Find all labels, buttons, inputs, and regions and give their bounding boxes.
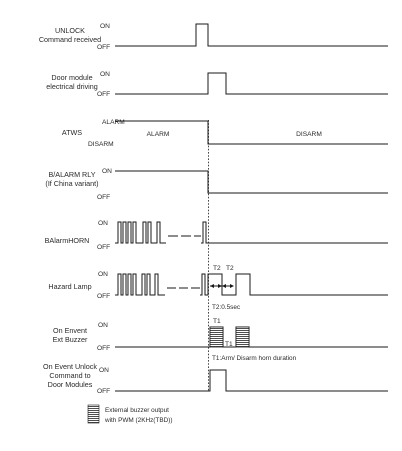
- row-balarm-relay: B/ALARM RLY (If China variant) ON OFF: [45, 168, 388, 201]
- balarm-horn-last-pulse: [201, 221, 388, 244]
- buzzer-waveform: [115, 326, 388, 348]
- hazard-t2-first: T2: [213, 265, 221, 272]
- atws-state-alarm: ALARM: [147, 131, 170, 138]
- unlock-label-line1: UNLOCK: [55, 26, 85, 35]
- hazard-t2-note: T2:0.5sec: [212, 304, 241, 311]
- hazard-pulses: [115, 273, 165, 296]
- hazard-t2-second: T2: [226, 265, 234, 272]
- buzzer-pwm-burst-2: [235, 326, 250, 348]
- door-waveform: [115, 72, 388, 95]
- event-unlock-label-line1: On Event Unlock: [43, 362, 97, 371]
- row-ext-buzzer: On Envent Ext Buzzer ON OFF T1 T1 T1:Arm…: [53, 318, 388, 362]
- buzzer-t1-note: T1:Arm/ Disarm horn duration: [212, 355, 297, 362]
- buzzer-pwm-burst-1: [209, 326, 224, 348]
- buzzer-t1-second: T1: [225, 341, 233, 348]
- buzzer-on-level: ON: [98, 322, 108, 329]
- row-unlock-command: UNLOCK Command received ON OFF: [39, 23, 388, 51]
- balarm-rly-waveform: [115, 170, 388, 194]
- hazard-label: Hazard Lamp: [48, 282, 91, 291]
- event-unlock-label-line3: Door Modules: [48, 380, 93, 389]
- row-door-module: Door module electrical driving ON OFF: [46, 71, 388, 98]
- buzzer-label-line2: Ext Buzzer: [53, 335, 88, 344]
- atws-state-disarm: DISARM: [296, 131, 322, 138]
- door-label-line1: Door module: [51, 73, 92, 82]
- buzzer-label-line1: On Envent: [53, 326, 87, 335]
- row-event-unlock: On Event Unlock Command to Door Modules …: [43, 362, 388, 395]
- row-balarm-horn: BAlarmHORN ON OFF: [45, 220, 388, 251]
- hazard-on-level: ON: [98, 271, 108, 278]
- balarm-rly-on-level: ON: [102, 168, 112, 175]
- unlock-off-level: OFF: [97, 44, 110, 51]
- door-label-line2: electrical driving: [46, 82, 98, 91]
- legend-line2: with PWM (2KHz(TBD)): [104, 417, 172, 424]
- door-off-level: OFF: [97, 91, 110, 98]
- row-hazard-lamp: Hazard Lamp ON OFF T2 T2 T2:0.5sec: [48, 265, 388, 311]
- balarm-rly-off-level: OFF: [97, 194, 110, 201]
- hazard-t2-arrowheads: [210, 284, 234, 288]
- hazard-off-level: OFF: [97, 293, 110, 300]
- event-unlock-label-line2: Command to: [49, 371, 90, 380]
- hazard-waveform: [200, 273, 388, 296]
- event-unlock-on-level: ON: [99, 367, 109, 374]
- event-unlock-waveform: [115, 369, 388, 392]
- row-atws: ATWS ALARM DISARM ALARM DISARM: [62, 119, 388, 148]
- buzzer-t1-first: T1: [213, 318, 221, 325]
- atws-label: ATWS: [62, 128, 82, 137]
- balarm-rly-label-line2: (If China variant): [45, 179, 98, 188]
- balarm-horn-pulses: [115, 221, 166, 244]
- event-unlock-off-level: OFF: [97, 388, 110, 395]
- balarm-horn-off-level: OFF: [97, 244, 110, 251]
- legend-line1: External buzzer output: [105, 407, 169, 414]
- unlock-on-level: ON: [100, 23, 110, 30]
- balarm-rly-label-line1: B/ALARM RLY: [49, 170, 96, 179]
- legend-pwm-swatch: [87, 404, 100, 424]
- legend: External buzzer output with PWM (2KHz(TB…: [87, 404, 172, 424]
- balarm-horn-label: BAlarmHORN: [45, 236, 90, 245]
- door-on-level: ON: [100, 71, 110, 78]
- atws-waveform: [115, 120, 388, 145]
- unlock-label-line2: Command received: [39, 35, 101, 44]
- buzzer-off-level: OFF: [97, 345, 110, 352]
- atws-alarm-level: ALARM: [102, 119, 125, 126]
- balarm-horn-on-level: ON: [98, 220, 108, 227]
- atws-disarm-level: DISARM: [88, 141, 114, 148]
- unlock-waveform: [115, 23, 388, 47]
